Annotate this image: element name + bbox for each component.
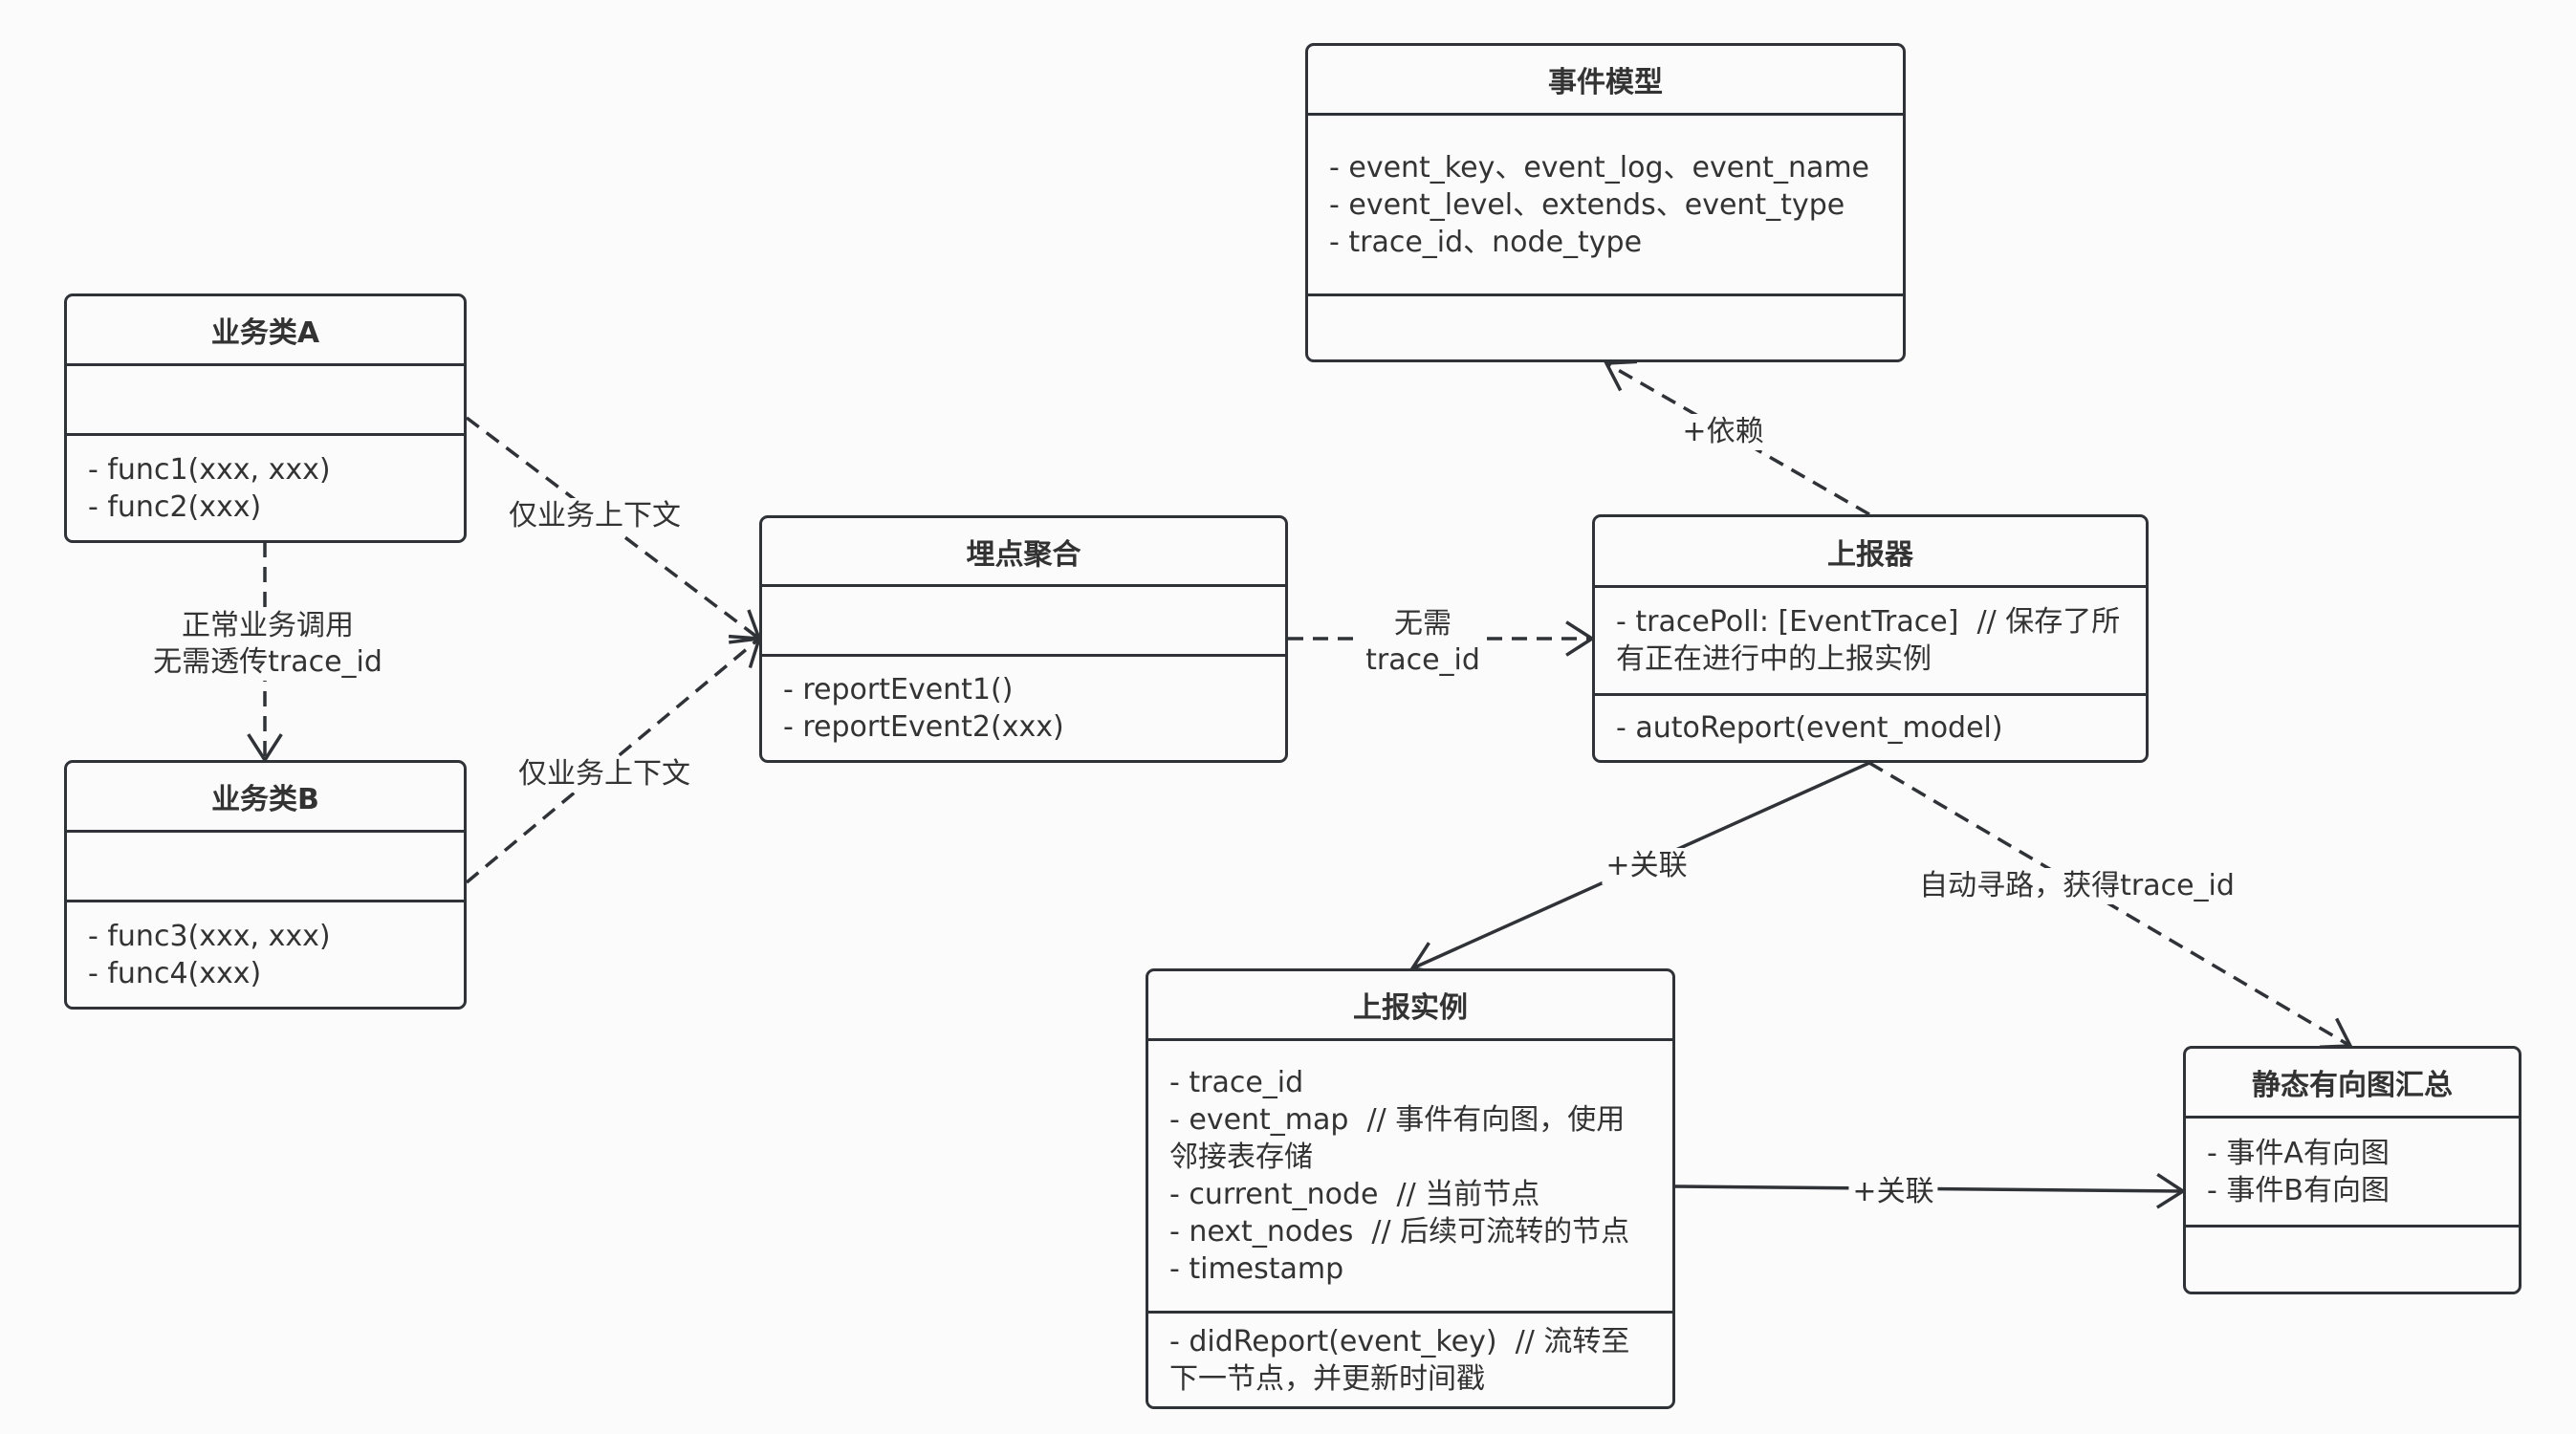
class-title: 埋点聚合	[762, 518, 1285, 587]
class-title: 业务类A	[67, 296, 464, 366]
class-method: - func4(xxx)	[88, 956, 262, 990]
class-title: 静态有向图汇总	[2186, 1049, 2519, 1119]
class-title: 事件模型	[1308, 46, 1903, 116]
class-box-reporter[interactable]: 上报器 - tracePoll: [EventTrace] // 保存了所有正在进…	[1592, 514, 2149, 763]
class-attribute: - trace_id	[1169, 1066, 1304, 1099]
class-attribute: - 事件B有向图	[2207, 1173, 2390, 1207]
class-attribute: - event_level、extends、event_type	[1329, 187, 1845, 222]
class-attributes-section: - event_key、event_log、event_name- event_…	[1308, 116, 1903, 296]
class-attribute: - event_key、event_log、event_name	[1329, 150, 1870, 185]
relation-label-line: 仅业务上下文	[509, 499, 681, 532]
class-attribute: - timestamp	[1169, 1252, 1344, 1286]
class-method: - reportEvent1()	[783, 673, 1014, 706]
class-box-instance[interactable]: 上报实例 - trace_id - event_map // 事件有向图，使用邻接表…	[1146, 968, 1675, 1409]
class-box-static-graph[interactable]: 静态有向图汇总- 事件A有向图- 事件B有向图	[2183, 1046, 2521, 1294]
class-attribute: - current_node // 当前节点	[1169, 1178, 1540, 1211]
class-attributes-section	[762, 587, 1285, 657]
class-method: - func2(xxx)	[88, 489, 262, 524]
class-attributes-section	[67, 366, 464, 436]
relation-label-line: +依赖	[1682, 415, 1764, 448]
class-box-aggregate[interactable]: 埋点聚合 - reportEvent1() - reportEvent2(xxx)	[759, 515, 1288, 763]
relation-line-reporter-to-static	[1868, 761, 2351, 1048]
class-method: - didReport(event_key) // 流转至下一节点，并更新时间戳	[1169, 1324, 1630, 1396]
relation-label-reporter-to-model: +依赖	[1678, 414, 1768, 450]
class-attributes-section: - tracePoll: [EventTrace] // 保存了所有正在进行中的…	[1595, 588, 2146, 696]
relation-label-line: 无需透传trace_id	[153, 645, 382, 679]
class-method: - func3(xxx, xxx)	[88, 919, 331, 953]
relation-label-line: +关联	[1852, 1175, 1934, 1208]
class-attribute: - event_map // 事件有向图，使用邻接表存储	[1169, 1103, 1626, 1174]
class-methods-section: - autoReport(event_model)	[1595, 696, 2146, 760]
class-box-biz-b[interactable]: 业务类B - func3(xxx, xxx)- func4(xxx)	[64, 760, 467, 1010]
class-attribute: - 事件A有向图	[2207, 1136, 2390, 1170]
relation-label-line: trace_id	[1365, 643, 1480, 677]
class-title: 业务类B	[67, 763, 464, 833]
class-attribute: - trace_id、node_type	[1329, 225, 1643, 259]
class-attribute: - tracePoll: [EventTrace] // 保存了所有正在进行中的…	[1616, 605, 2121, 676]
class-methods-section: - reportEvent1() - reportEvent2(xxx)	[762, 657, 1285, 760]
class-method: - func1(xxx, xxx)	[88, 452, 331, 487]
relation-label-line: 仅业务上下文	[518, 757, 690, 791]
relation-label-reporter-to-instance: +关联	[1602, 848, 1692, 884]
class-methods-section: - didReport(event_key) // 流转至下一节点，并更新时间戳	[1148, 1314, 1672, 1406]
relation-label-line: 自动寻路，获得trace_id	[1919, 869, 2235, 902]
relation-label-b-to-aggregate: 仅业务上下文	[514, 756, 694, 793]
relation-label-instance-to-static: +关联	[1848, 1174, 1938, 1210]
class-box-biz-a[interactable]: 业务类A - func1(xxx, xxx)- func2(xxx)	[64, 293, 467, 543]
arrowhead-icon	[1604, 359, 1638, 392]
relation-label-line: 无需	[1394, 607, 1452, 641]
class-methods-section	[1308, 296, 1903, 359]
relation-label-a-to-b: 正常业务调用无需透传trace_id	[149, 608, 386, 681]
class-methods-section: - func1(xxx, xxx)- func2(xxx)	[67, 436, 464, 540]
class-title: 上报器	[1595, 517, 2146, 588]
class-box-event-model[interactable]: 事件模型- event_key、event_log、event_name- ev…	[1305, 43, 1906, 362]
class-method: - reportEvent2(xxx)	[783, 710, 1064, 744]
class-attributes-section: - 事件A有向图- 事件B有向图	[2186, 1119, 2519, 1228]
relation-label-line: +关联	[1605, 849, 1688, 882]
relation-label-a-to-aggregate: 仅业务上下文	[505, 498, 685, 534]
relation-label-reporter-to-static: 自动寻路，获得trace_id	[1915, 868, 2238, 904]
class-attributes-section	[67, 833, 464, 902]
class-title: 上报实例	[1148, 971, 1672, 1041]
class-attribute: - next_nodes // 后续可流转的节点	[1169, 1215, 1630, 1249]
class-methods-section	[2186, 1228, 2519, 1292]
class-attributes-section: - trace_id - event_map // 事件有向图，使用邻接表存储 - …	[1148, 1041, 1672, 1314]
relation-line-b-to-aggregate	[465, 637, 761, 884]
class-method: - autoReport(event_model)	[1616, 711, 2003, 745]
relation-label-line: 正常业务调用	[182, 609, 354, 642]
class-methods-section: - func3(xxx, xxx)- func4(xxx)	[67, 902, 464, 1007]
